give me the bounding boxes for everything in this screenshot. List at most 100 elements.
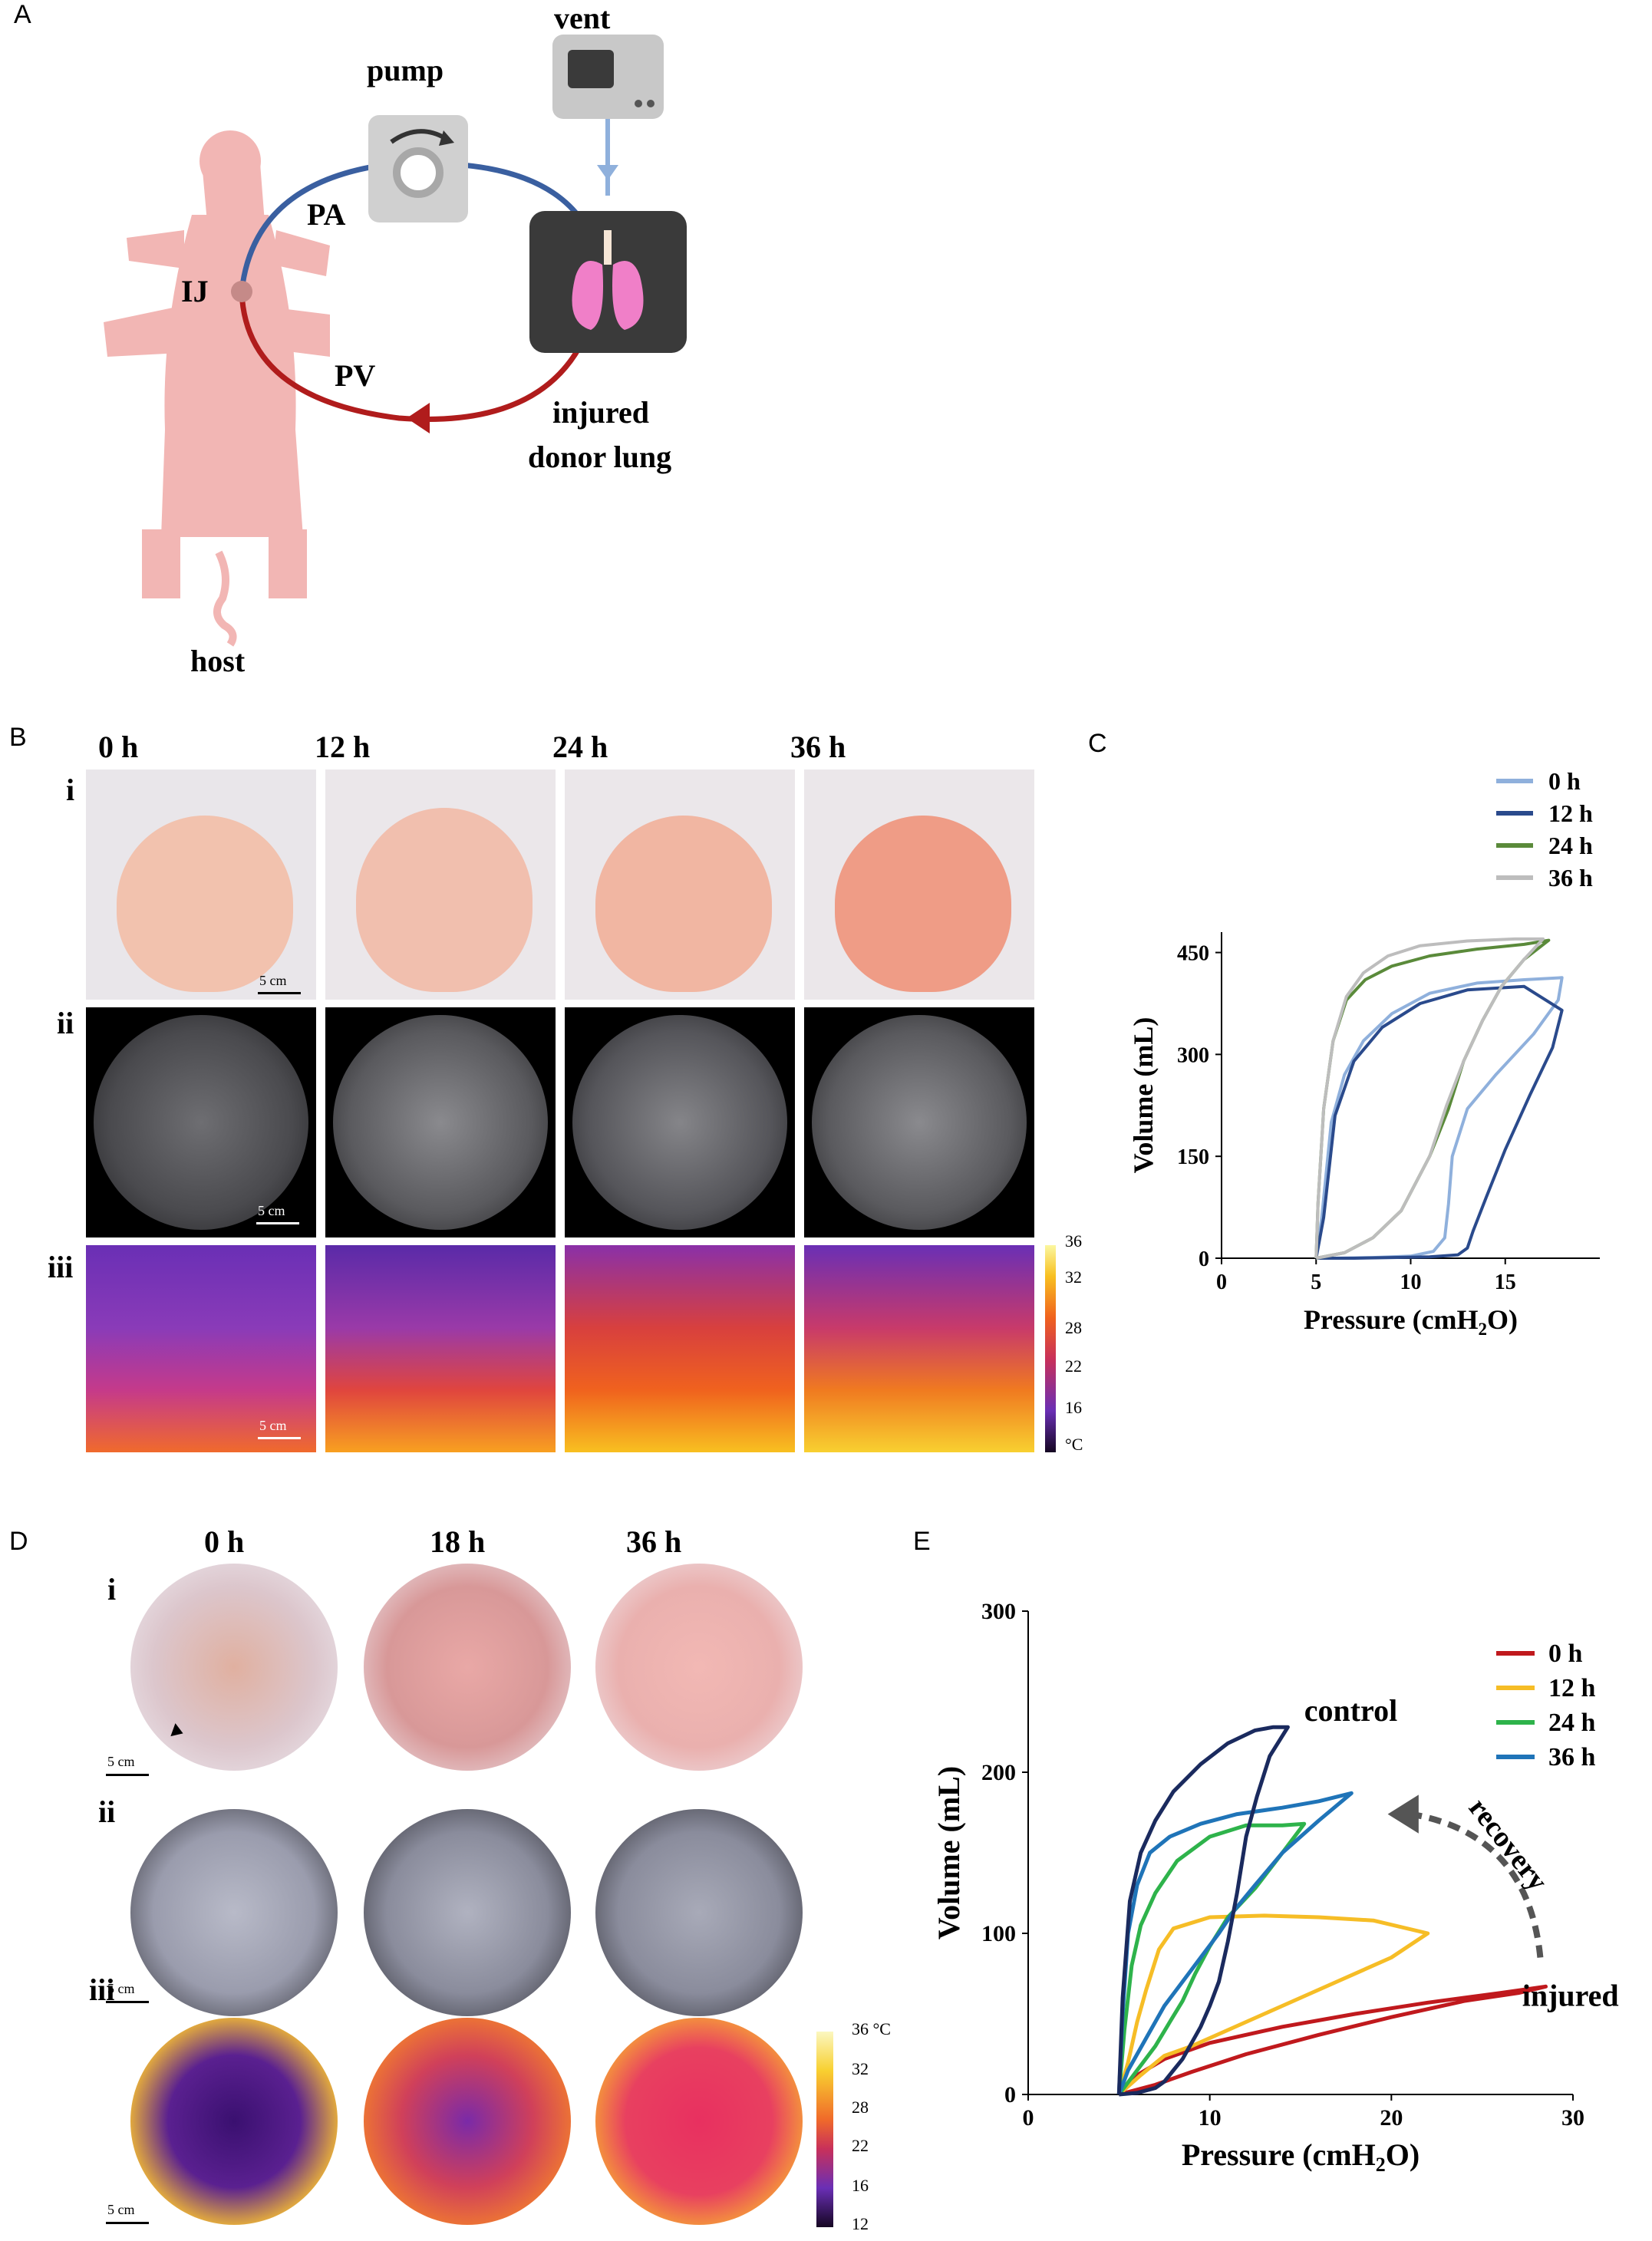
b-photo-36h: [804, 770, 1034, 1000]
pv-label: PV: [335, 358, 376, 393]
injured-label: injured: [552, 395, 649, 430]
d-thermal-colorbar: [816, 2032, 833, 2227]
host-silhouette: [104, 130, 330, 647]
d-scale-iii: 5 cm: [107, 2202, 135, 2217]
d-cb-16: 16: [852, 2176, 869, 2195]
y-tick-label: 300: [1177, 1043, 1209, 1067]
x-tick-label: 0: [1023, 2105, 1034, 2131]
y-axis-label: Volume (mL): [1128, 1017, 1159, 1174]
x-tick-label: 10: [1400, 1270, 1422, 1294]
b-scale-iii: 5 cm: [259, 1418, 287, 1433]
d-photo-18h: [364, 1564, 571, 1771]
d-cb-36: 36 °C: [852, 2019, 891, 2038]
legend-label-0: 0 h: [1548, 767, 1581, 795]
d-thermal-0h: [130, 2018, 338, 2225]
b-row-i: i: [66, 773, 75, 807]
d-row-i: i: [107, 1572, 117, 1607]
pump-label: pump: [367, 53, 444, 87]
legend-label-1: 12 h: [1548, 1674, 1596, 1702]
d-scalebar-ii: [106, 2001, 149, 2003]
b-thermal-24h: [565, 1245, 795, 1452]
annotation-control: control: [1304, 1693, 1397, 1728]
legend-label-1: 12 h: [1548, 799, 1593, 827]
d-cb-28: 28: [852, 2098, 869, 2117]
b-photo-12h: [325, 770, 556, 1000]
series-line-0-h: [1117, 1984, 1548, 2097]
b-xray-36h: [804, 1007, 1034, 1237]
pv-arrow: [407, 403, 430, 433]
series-line-12-h: [1314, 984, 1564, 1260]
d-photo-0h: [130, 1564, 338, 1771]
b-row-iii: iii: [48, 1250, 74, 1284]
legend-label-2: 24 h: [1548, 1709, 1596, 1737]
recovery-arrow-head: [1387, 1794, 1419, 1834]
x-tick-label: 0: [1216, 1270, 1227, 1294]
y-tick-label: 200: [981, 1760, 1016, 1785]
y-tick-label: 300: [981, 1599, 1016, 1624]
d-scalebar-i: [106, 1774, 149, 1776]
b-thermal-12h: [325, 1245, 556, 1452]
pv-line: [239, 291, 594, 422]
b-time-3: 36 h: [790, 730, 846, 764]
pa-label: PA: [307, 197, 346, 232]
d-time-1: 18 h: [430, 1524, 486, 1559]
series-line-24-h: [1116, 1821, 1307, 2096]
b-photo-24h: [565, 770, 795, 1000]
panel-a-letter: A: [14, 0, 31, 29]
x-tick-label: 30: [1561, 2105, 1584, 2131]
x-tick-label: 15: [1495, 1270, 1516, 1294]
d-row-ii: ii: [98, 1794, 116, 1829]
b-scalebar-i: [258, 992, 301, 994]
annotation-injured: injured: [1522, 1979, 1619, 2013]
legend-label-0: 0 h: [1548, 1640, 1583, 1668]
b-scalebar-iii: [258, 1437, 301, 1439]
d-time-0: 0 h: [204, 1524, 245, 1559]
series-line-36-h: [1314, 937, 1545, 1260]
d-scalebar-iii: [106, 2222, 149, 2224]
b-thermal-0h: [86, 1245, 316, 1452]
b-cb-unit: °C: [1065, 1435, 1083, 1454]
d-cb-12: 12: [852, 2214, 869, 2233]
b-scale-ii: 5 cm: [258, 1203, 285, 1218]
b-xray-0h: [86, 1007, 316, 1237]
d-cb-22: 22: [852, 2136, 869, 2155]
y-tick-label: 450: [1177, 942, 1209, 966]
legend-label-2: 24 h: [1548, 832, 1593, 859]
panel-c-letter: C: [1088, 729, 1107, 758]
x-tick-label: 10: [1199, 2105, 1222, 2131]
annotation-recovery: recovery: [1462, 1792, 1555, 1897]
x-tick-label: 20: [1380, 2105, 1403, 2131]
series-line-control: [1116, 1725, 1290, 2097]
d-thermal-18h: [364, 2018, 571, 2225]
ij-dot: [231, 281, 252, 302]
b-row-ii: ii: [57, 1006, 74, 1040]
b-cb-36: 36: [1065, 1231, 1082, 1251]
donor-lung-label: donor lung: [528, 440, 672, 474]
b-time-1: 12 h: [315, 730, 371, 764]
series-line-0-h: [1314, 976, 1564, 1260]
d-photo-36h: [595, 1564, 803, 1771]
d-thermal-36h: [595, 2018, 803, 2225]
legend-label-3: 36 h: [1548, 1743, 1596, 1771]
schematic-a: [104, 35, 687, 647]
recovery-arrow: [1400, 1809, 1544, 1958]
d-scale-ii: 5 cm: [107, 1981, 135, 1996]
legend-label-3: 36 h: [1548, 864, 1593, 891]
d-scale-i: 5 cm: [107, 1754, 135, 1769]
b-xray-24h: [565, 1007, 795, 1237]
series-line-36-h: [1116, 1791, 1354, 2095]
donor-lung-icon: [572, 230, 644, 330]
x-axis-label: Pressure (cmH2O): [1304, 1304, 1518, 1339]
b-cb-32: 32: [1065, 1267, 1082, 1287]
b-thermal-36h: [804, 1245, 1034, 1452]
panel-e-letter: E: [913, 1527, 931, 1556]
panel-d-letter: D: [9, 1527, 28, 1556]
b-cb-16: 16: [1065, 1398, 1082, 1417]
d-xray-0h: [130, 1809, 338, 2016]
b-cb-22: 22: [1065, 1356, 1082, 1376]
b-photo-0h: [86, 770, 316, 1000]
ij-label: IJ: [181, 274, 209, 308]
b-thermal-colorbar: [1045, 1245, 1056, 1452]
